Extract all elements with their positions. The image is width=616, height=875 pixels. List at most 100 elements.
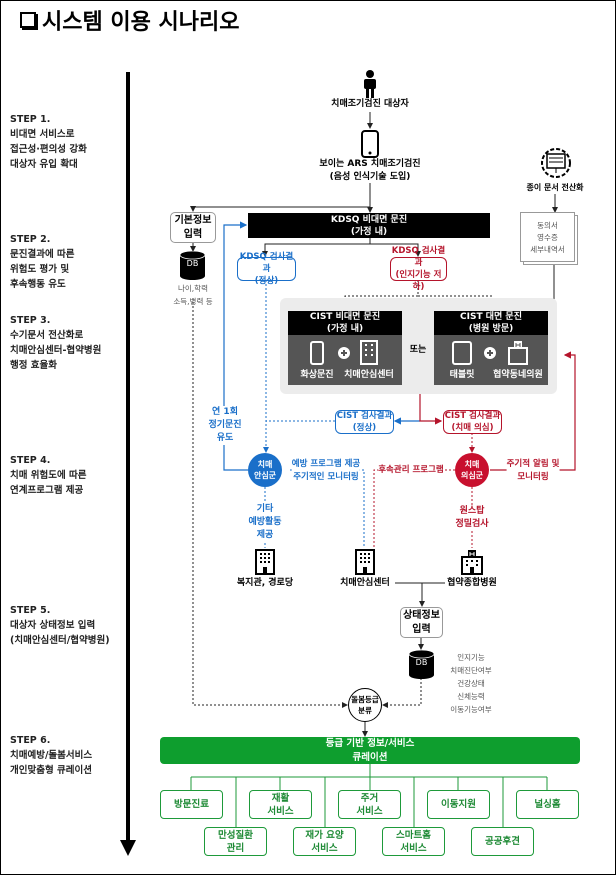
subject-label: 치매조기검진 대상자 [331, 99, 409, 109]
db-item: 인지기능 [457, 653, 485, 662]
box-text: KDSQ 비대면 문진 [330, 214, 408, 225]
db-item: 소득,병력 등 [173, 297, 213, 306]
db-item: 신체능력 [457, 692, 485, 701]
service-text: 서비스 [400, 842, 427, 854]
general-hospital-label: 협약종합병원 [447, 577, 497, 590]
db-label: DB [186, 259, 199, 268]
step-text: 위험도 평가 및 [10, 264, 70, 275]
or-label: 또는 [409, 345, 427, 355]
label-line: 주기적 알림 및 [506, 459, 560, 469]
paper-digitization-label: 종이 문서 전산화 [526, 183, 584, 192]
database-icon [409, 650, 434, 679]
box-text: (정상) [254, 276, 279, 286]
step-text: 치매예방/돌봄서비스 [10, 750, 93, 761]
ars-line: 보이는 ARS 치매조기검진 [319, 159, 421, 169]
box-text: 큐레이션 [352, 751, 388, 763]
building-icon [255, 549, 275, 575]
building-icon [355, 549, 375, 575]
service-text: 스마트홈 [396, 829, 431, 841]
service-nursing-home: 널싱홈 [516, 790, 579, 819]
box-text: CIST 검사결과 [444, 411, 501, 421]
db-item: 이동기능여부 [450, 705, 492, 714]
cist-result-suspect: CIST 검사결과(치매 의심) [443, 410, 502, 434]
title-text: 시스템 이용 시나리오 [42, 10, 240, 35]
step-text: 비대면 서비스로 [10, 129, 75, 140]
step-text: 치매 위험도에 따른 [10, 470, 87, 481]
service-mobility: 이동지원 [427, 790, 490, 819]
db-item: 치매진단여부 [450, 666, 492, 675]
step-text: 수기문서 전산화로 [10, 330, 84, 341]
dementia-center-label: 치매안심센터 [340, 577, 390, 590]
service-text: 관리 [226, 842, 245, 854]
node-text: 돌봄등급 [351, 695, 379, 704]
cist-visit-body: 태블릿 협약동네의원 [434, 335, 548, 385]
step-text: 문진결과에 따른 [10, 249, 75, 260]
hospital-icon [461, 550, 483, 575]
label-line: 기타 [256, 504, 274, 514]
doc-item: 동의서 [537, 221, 558, 230]
box-text: 입력 [183, 228, 203, 240]
ars-label: 보이는 ARS 치매조기검진 (음성 인식기술 도입) [319, 158, 420, 184]
service-text: 재가 요양 [305, 829, 344, 841]
step-label: STEP 1. [10, 114, 51, 125]
box-text: CIST 검사결과 [336, 411, 393, 421]
node-text: 치매 [257, 460, 273, 469]
plus-circle-icon [338, 347, 350, 359]
video-interview-label: 화상문진 [300, 370, 334, 380]
step-text: 행정 효율화 [10, 360, 58, 371]
cist-visit-header: CIST 대면 문진(병원 방문) [434, 311, 548, 335]
hospital-icon [508, 341, 528, 365]
smartphone-icon [361, 130, 379, 158]
kdsq-result-decline: KDSQ 검사결과(인지기능 저하) [390, 246, 447, 292]
service-text: 방문진료 [174, 799, 209, 810]
cist-remote-header: CIST 비대면 문진(가정 내) [288, 311, 402, 335]
tablet-label: 태블릿 [449, 370, 475, 380]
box-text: 상태정보 [403, 609, 440, 621]
label-line: 정기문진 [208, 420, 242, 430]
label-line: 유도 [216, 433, 234, 443]
label-line: 원스탑 [459, 506, 485, 516]
step-label: STEP 4. [10, 455, 51, 466]
box-text: KDSQ 검사결과 [239, 252, 294, 274]
box-text: 기본정보 [174, 214, 212, 226]
step-text: 대상자 상태정보 입력 [10, 620, 96, 631]
cist-result-normal: CIST 검사결과(정상) [335, 410, 394, 434]
kdsq-result-normal: KDSQ 검사결과 (정상) [237, 252, 296, 286]
step-label: STEP 5. [10, 605, 51, 616]
service-text: 주거 [360, 792, 379, 804]
step-5: STEP 5.대상자 상태정보 입력(치매안심센터/협약병원) [10, 603, 110, 648]
service-text: 재활 [271, 792, 290, 804]
service-text: 널싱홈 [534, 799, 561, 810]
service-text: 이동지원 [441, 799, 476, 810]
box-text: 등급 기반 정보/서비스 [325, 737, 415, 749]
db-item: 나이,학력 [178, 284, 208, 293]
service-text: 서비스 [267, 805, 294, 817]
node-text: 치매 [464, 460, 480, 469]
doc-item: 세부내역서 [530, 245, 565, 254]
db-item: 건강상태 [457, 679, 485, 688]
step-text: 개인맞춤형 큐레이션 [10, 765, 92, 776]
service-text: 서비스 [356, 805, 383, 817]
checkbox-icon [20, 12, 36, 28]
ars-line: (음성 인식기술 도입) [329, 172, 411, 182]
partner-clinic-label: 협약동네의원 [493, 370, 543, 380]
label-line: 주기적인 모니터링 [293, 472, 359, 482]
node-text: 안심군 [253, 471, 277, 480]
box-text: 입력 [412, 623, 431, 635]
step-label: STEP 3. [10, 315, 51, 326]
label-line: 연 1회 [212, 407, 238, 417]
page-title: 시스템 이용 시나리오 [20, 4, 239, 36]
